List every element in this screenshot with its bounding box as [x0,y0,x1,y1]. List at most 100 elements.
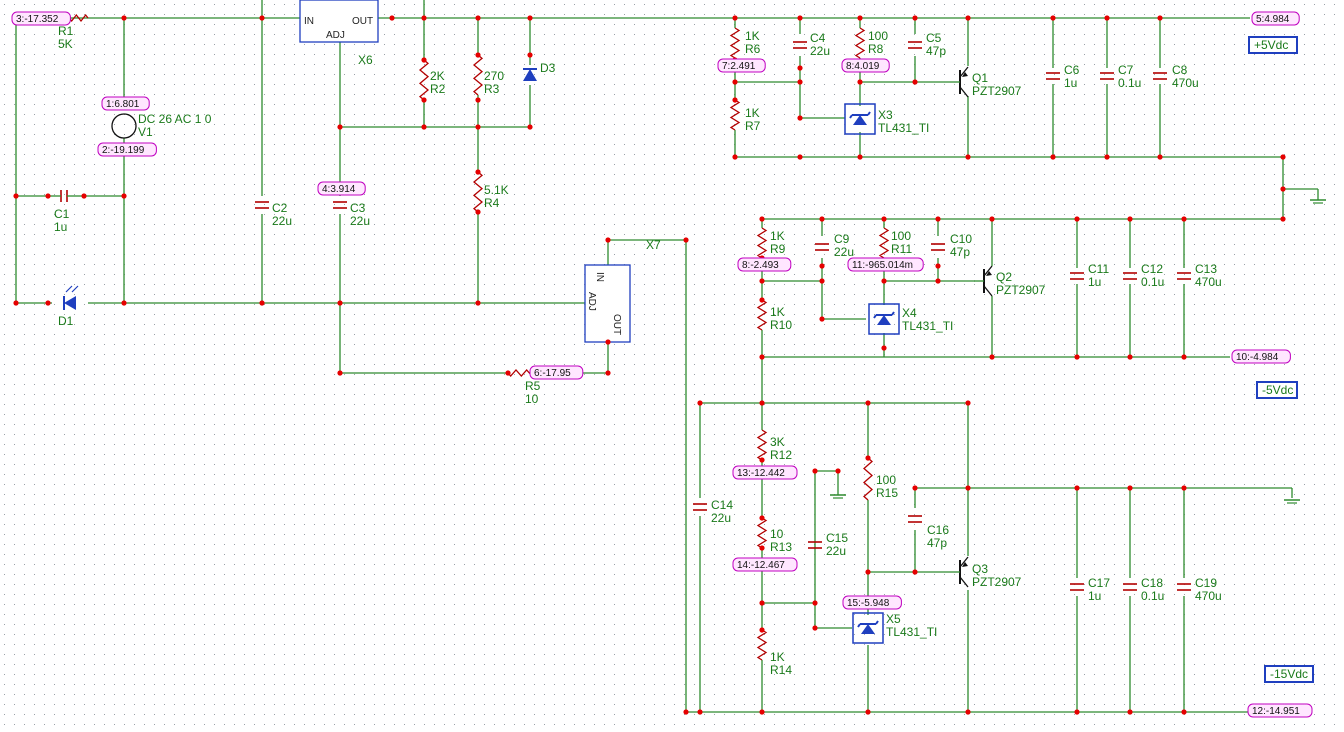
node-label-n8b[interactable]: 8:-2.493 [737,257,792,272]
capacitor-name: C12 [1141,262,1163,276]
junction-dot [732,154,738,160]
capacitor-name: C7 [1118,63,1134,77]
resistor-value: 1K [770,305,785,319]
capacitor-name: C10 [950,232,972,246]
transistor-value: PZT2907 [972,84,1022,98]
resistor-zigzag [756,227,768,259]
node-label-n6[interactable]: 6:-17.95 [529,365,584,380]
junction-dot [337,124,343,130]
node-label-n10[interactable]: 10:-4.984 [1231,349,1291,364]
junction-dot [1074,709,1080,715]
ic-pin-in: IN [594,272,605,282]
node-label-n14[interactable]: 14:-12.467 [732,557,798,572]
junction-dot [732,15,738,21]
node-label-n15[interactable]: 15:-5.948 [842,595,902,610]
resistor-value: 5.1K [484,183,509,197]
supply-label-m15[interactable]: -15Vdc [1264,665,1314,683]
junction-dot [527,52,533,58]
node-label-n4[interactable]: 4:3.914 [317,181,366,196]
node-label-n13[interactable]: 13:-12.442 [732,465,798,480]
diode-D3[interactable]: D3 [523,61,556,81]
node-label-n8a[interactable]: 8:4.019 [841,58,890,73]
transistor-arrow [962,562,968,567]
node-label-n7[interactable]: 7:2.491 [717,58,766,73]
node-label-n11[interactable]: 11:-965.014m [847,257,924,272]
resistor-zigzag [418,59,430,101]
junction-dot [819,278,825,284]
node-label-box [732,557,798,572]
junction-dot [732,79,738,85]
ground-symbol [1284,499,1300,504]
resistor-name: R1 [58,24,74,38]
junction-dot [475,209,481,215]
junction-dot [965,15,971,21]
node-label-n12[interactable]: 12:-14.951 [1247,703,1313,718]
resistor-zigzag [729,27,741,59]
supply-label-m5[interactable]: -5Vdc [1256,381,1298,399]
supply-label-p5[interactable]: +5Vdc [1248,36,1298,54]
supply-label-box [1264,665,1314,683]
node-label-n3[interactable]: 3:-17.352 [11,11,71,26]
transistor-name: Q1 [972,71,988,85]
supply-label-box [1248,36,1298,54]
capacitor-value: 0.1u [1118,76,1141,90]
node-label-n5[interactable]: 5:4.984 [1251,11,1300,26]
voltage-source-V1[interactable]: DC 26 AC 1 0V1 [111,112,212,139]
junction-dot [759,515,765,521]
junction-dot [759,627,765,633]
junction-dot [797,115,803,121]
junction-dot [1050,15,1056,21]
capacitor-C7[interactable]: C70.1u [1100,63,1141,90]
ic-value: TL431_TI [902,319,953,333]
node-label-box [529,365,584,380]
junction-dot [1050,154,1056,160]
node-label-n2[interactable]: 2:-19.199 [97,142,157,157]
junction-dot [759,545,765,551]
junction-dot [935,216,941,222]
junction-dot [421,97,427,103]
diode-D1[interactable]: D1 [58,285,79,328]
node-label-n1[interactable]: 1:6.801 [101,96,150,111]
